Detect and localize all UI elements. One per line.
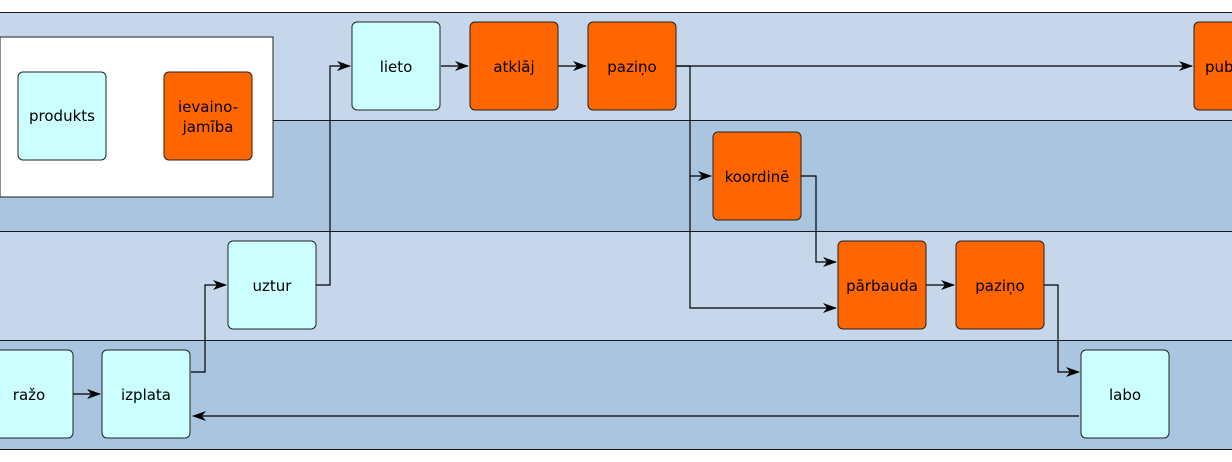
legend: produkts ievaino- jamība [0, 36, 274, 198]
edge-uztur-lieto [316, 61, 351, 286]
node-pazino-mid: paziņo [955, 240, 1045, 330]
node-atklaj: atklāj [469, 21, 559, 111]
legend-product-label: produkts [29, 107, 95, 125]
node-labo-label: labo [1109, 386, 1141, 404]
node-izplata: izplata [101, 349, 191, 439]
node-lieto-label: lieto [380, 58, 413, 76]
legend-vulnerability-label-line2: jamība [182, 118, 234, 136]
node-pazino-mid-label: paziņo [975, 277, 1024, 295]
edge-koordine-parbauda [801, 175, 837, 267]
edges [73, 61, 1193, 421]
legend-vulnerability-swatch: ievaino- jamība [163, 71, 253, 161]
nodes: lieto atklāj paziņo publicē koordinē uzt… [0, 21, 1232, 439]
edge-pazino-labo [1044, 284, 1080, 377]
node-parbauda: pārbauda [837, 240, 927, 330]
node-publice-label: publicē [1205, 58, 1232, 76]
node-koordine-label: koordinē [725, 168, 790, 186]
legend-vulnerability-label-line1: ievaino- [178, 98, 238, 116]
node-publice: publicē [1193, 21, 1232, 111]
node-lieto: lieto [351, 21, 441, 111]
node-izplata-label: izplata [121, 386, 171, 404]
node-atklaj-label: atklāj [493, 58, 534, 76]
edge-izplata-uztur [191, 280, 227, 373]
node-koordine: koordinē [712, 131, 802, 221]
edge-pazino-parbauda [689, 176, 837, 313]
node-pazino-top-label: paziņo [607, 58, 656, 76]
node-uztur: uztur [227, 240, 317, 330]
node-pazino-top: paziņo [587, 21, 677, 111]
edge-pazino-koordine [676, 65, 712, 181]
node-labo: labo [1080, 349, 1170, 439]
node-razo-label: ražo [13, 386, 45, 404]
node-uztur-label: uztur [253, 277, 293, 295]
legend-product-swatch: produkts [17, 71, 107, 161]
node-razo: ražo [0, 349, 74, 439]
node-parbauda-label: pārbauda [846, 277, 918, 295]
